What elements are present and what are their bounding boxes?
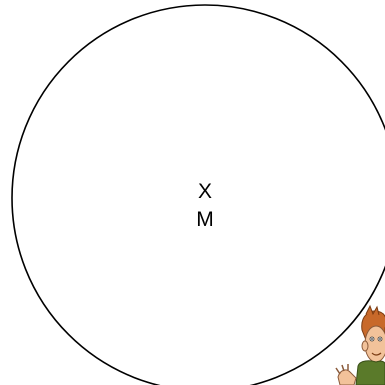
center-label-m: M: [0, 209, 385, 230]
cartoon-character-icon: [300, 300, 385, 385]
center-label-x: X: [0, 181, 385, 202]
